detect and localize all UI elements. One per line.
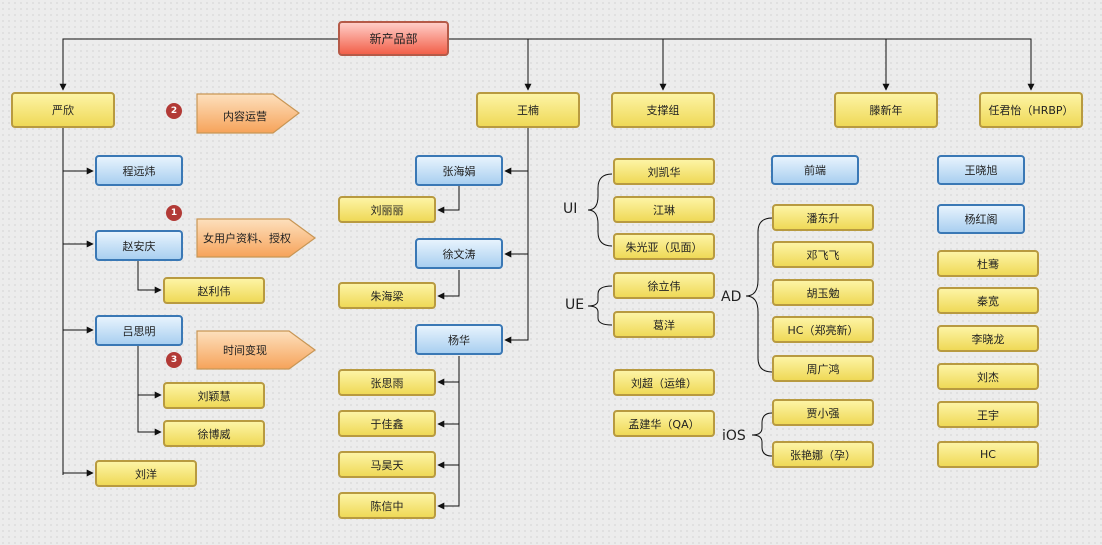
node-wang-zhang-sub: 刘丽丽 — [338, 196, 436, 223]
node-wang-xu-sub: 朱海梁 — [338, 282, 436, 309]
node-leader-support: 支撑组 — [611, 92, 715, 128]
group-label-ue: UE — [565, 297, 585, 313]
node-yan-zhao: 赵安庆 — [95, 230, 183, 261]
node-root-dept: 新产品部 — [338, 21, 449, 56]
group-label-ui: UI — [563, 201, 578, 217]
node-yan-cheng: 程远炜 — [95, 155, 183, 186]
tag-number-badge: 3 — [166, 352, 182, 368]
node-teng-ios-2: 张艳娜（孕） — [772, 441, 874, 468]
tag-arrow-shapes — [196, 93, 317, 370]
node-yan-zhao-sub: 赵利伟 — [163, 277, 265, 304]
node-ren-blue-1: 王晓旭 — [937, 155, 1025, 185]
node-leader-wang: 王楠 — [476, 92, 580, 128]
node-teng-frontend: 前端 — [771, 155, 859, 185]
node-teng-ad-1: 潘东升 — [772, 204, 874, 231]
node-ren-member-3: 李晓龙 — [937, 325, 1039, 352]
node-wang-yang-sub-2: 于佳鑫 — [338, 410, 436, 437]
node-teng-ios-1: 贾小强 — [772, 399, 874, 426]
node-support-ops: 刘超（运维） — [613, 369, 715, 396]
node-wang-yang-sub-4: 陈信中 — [338, 492, 436, 519]
node-yan-lv-sub-2: 徐博威 — [163, 420, 265, 447]
node-ren-member-5: 王宇 — [937, 401, 1039, 428]
node-support-ui-1: 刘凯华 — [613, 158, 715, 185]
node-yan-lv: 吕思明 — [95, 315, 183, 346]
node-ren-member-4: 刘杰 — [937, 363, 1039, 390]
node-yan-liu: 刘洋 — [95, 460, 197, 487]
node-support-qa: 孟建华（QA） — [613, 410, 715, 437]
node-yan-lv-sub-1: 刘颖慧 — [163, 382, 265, 409]
node-teng-ad-2: 邓飞飞 — [772, 241, 874, 268]
connector-lines — [59, 38, 1035, 510]
tag-number-badge: 2 — [166, 103, 182, 119]
node-wang-yang-sub-3: 马昊天 — [338, 451, 436, 478]
node-support-ui-2: 江琳 — [613, 196, 715, 223]
node-support-ue-2: 葛洋 — [613, 311, 715, 338]
group-label-ad: AD — [721, 289, 742, 305]
node-leader-teng: 滕新年 — [834, 92, 938, 128]
node-teng-ad-4: HC（郑亮新） — [772, 316, 874, 343]
node-wang-xu: 徐文涛 — [415, 238, 503, 269]
node-leader-yan: 严欣 — [11, 92, 115, 128]
node-support-ue-1: 徐立伟 — [613, 272, 715, 299]
node-ren-blue-2: 杨红阁 — [937, 204, 1025, 234]
tag-label: 时间变现 — [223, 344, 267, 357]
node-ren-member-6: HC — [937, 441, 1039, 468]
node-leader-ren: 任君怡（HRBP） — [979, 92, 1083, 128]
node-wang-yang-sub-1: 张思雨 — [338, 369, 436, 396]
node-ren-member-2: 秦宽 — [937, 287, 1039, 314]
node-wang-zhang: 张海娟 — [415, 155, 503, 186]
node-teng-ad-3: 胡玉勉 — [772, 279, 874, 306]
node-teng-ad-5: 周广鸿 — [772, 355, 874, 382]
node-ren-member-1: 杜骞 — [937, 250, 1039, 277]
tag-label: 内容运营 — [223, 110, 267, 123]
tag-number-badge: 1 — [166, 205, 182, 221]
tag-label: 女用户资料、授权 — [203, 232, 291, 245]
group-label-ios: iOS — [722, 428, 746, 444]
node-wang-yang: 杨华 — [415, 324, 503, 355]
node-support-ui-3: 朱光亚（见面） — [613, 233, 715, 260]
